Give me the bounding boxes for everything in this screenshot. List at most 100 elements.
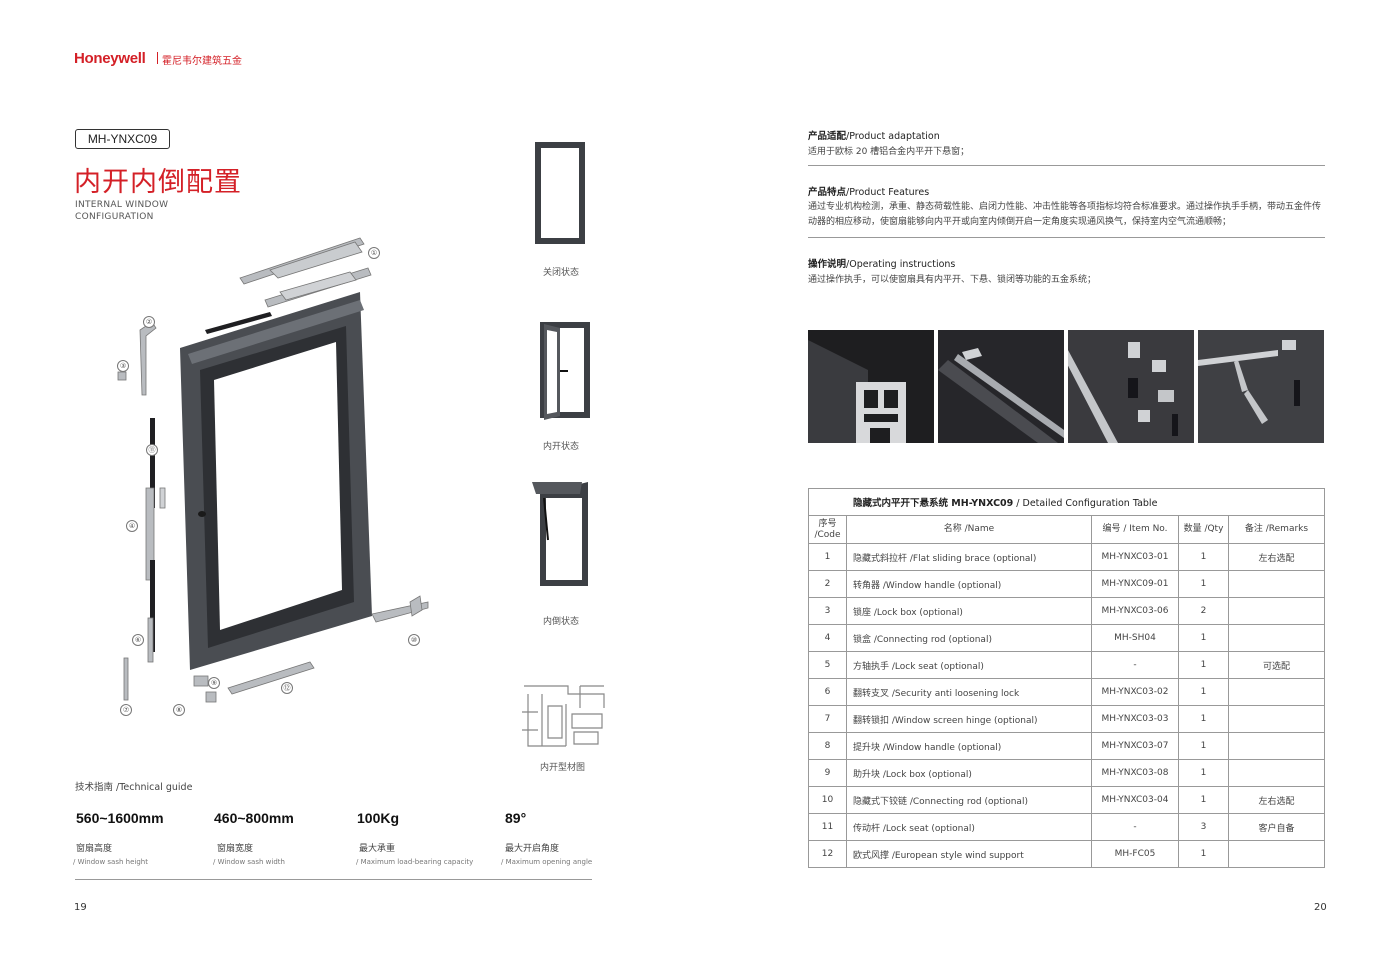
page-subtitle: INTERNAL WINDOW CONFIGURATION <box>75 199 168 223</box>
cell-qty: 1 <box>1178 786 1229 814</box>
cell-code: 3 <box>808 597 847 625</box>
part-number: ⑪ <box>146 444 158 456</box>
top-rail-part <box>205 312 272 334</box>
column-header-name: 名称 /Name <box>846 515 1092 544</box>
cell-qty: 1 <box>1178 840 1229 868</box>
cell-qty: 1 <box>1178 678 1229 706</box>
divider <box>808 165 1325 166</box>
flat-sliding-brace-part <box>239 237 372 308</box>
features-heading-en: /Product Features <box>846 187 930 198</box>
spec-load-value: 100Kg <box>357 810 400 826</box>
cell-qty: 1 <box>1178 651 1229 679</box>
inward-open-state-caption: 内开状态 <box>543 442 580 452</box>
part-number: ④ <box>126 520 138 532</box>
cell-qty: 3 <box>1178 813 1229 841</box>
cell-name: 助升块 /Lock box (optional) <box>846 759 1092 787</box>
cell-remarks <box>1228 732 1325 760</box>
cell-item: MH-YNXC03-08 <box>1091 759 1179 787</box>
hinge-photo <box>938 330 1064 443</box>
cell-name: 转角器 /Window handle (optional) <box>846 570 1092 598</box>
cell-item: MH-YNXC03-02 <box>1091 678 1179 706</box>
cell-name: 提升块 /Window handle (optional) <box>846 732 1092 760</box>
instructions-heading-en: /Operating instructions <box>846 259 956 270</box>
brand-divider <box>157 52 158 64</box>
cell-item: - <box>1091 813 1179 841</box>
column-header-item: 编号 / Item No. <box>1091 515 1179 544</box>
page-title: 内开内倒配置 <box>74 167 242 198</box>
page-number-left: 19 <box>74 902 87 913</box>
spec-angle-value: 89° <box>505 810 527 826</box>
cell-name: 隐藏式斜拉杆 /Flat sliding brace (optional) <box>846 543 1092 571</box>
profile-section-drawing <box>522 685 605 747</box>
divider <box>75 879 592 880</box>
part-number: ① <box>368 247 380 259</box>
cell-name: 隐藏式下铰链 /Connecting rod (optional) <box>846 786 1092 814</box>
cell-remarks <box>1228 570 1325 598</box>
cell-item: MH-SH04 <box>1091 624 1179 652</box>
spec-sash-height-cn: 窗扇高度 <box>76 844 113 854</box>
subtitle-line-1: INTERNAL WINDOW <box>75 200 169 210</box>
adaptation-heading-cn: 产品适配 <box>808 131 847 142</box>
closed-state-caption: 关闭状态 <box>543 268 580 278</box>
cell-qty: 1 <box>1178 732 1229 760</box>
spec-sash-width-en: / Window sash width <box>213 858 285 866</box>
cell-code: 11 <box>808 813 847 841</box>
cell-item: - <box>1091 651 1179 679</box>
part-number: ⑧ <box>173 704 185 716</box>
spec-sash-width-value: 460~800mm <box>214 810 294 826</box>
spec-sash-height-value: 560~1600mm <box>76 810 164 826</box>
brand-logo: Honeywell <box>74 50 146 67</box>
part-number: ⑩ <box>408 634 420 646</box>
part-number: ② <box>143 316 155 328</box>
cell-name: 锁盒 /Connecting rod (optional) <box>846 624 1092 652</box>
spec-load-en: / Maximum load-bearing capacity <box>356 858 474 866</box>
cell-remarks <box>1228 624 1325 652</box>
tilt-state-image <box>532 482 588 586</box>
cell-item: MH-YNXC03-01 <box>1091 543 1179 571</box>
configuration-table: 隐藏式内平开下悬系统 MH-YNXC09 / Detailed Configur… <box>808 488 1325 868</box>
cell-qty: 2 <box>1178 597 1229 625</box>
spec-sash-width-cn: 窗扇宽度 <box>217 844 254 854</box>
cell-code: 12 <box>808 840 847 868</box>
part-number: ⑫ <box>281 682 293 694</box>
corner-drive-photo <box>1198 330 1324 443</box>
cell-remarks <box>1228 705 1325 733</box>
cell-qty: 1 <box>1178 705 1229 733</box>
profile-caption: 内开型材图 <box>540 763 586 773</box>
cell-name: 欧式风撑 /European style wind support <box>846 840 1092 868</box>
adaptation-heading: 产品适配/Product adaptation <box>808 128 940 142</box>
cell-name: 翻转支叉 /Security anti loosening lock <box>846 678 1092 706</box>
cell-code: 9 <box>808 759 847 787</box>
cell-code: 5 <box>808 651 847 679</box>
adaptation-heading-en: /Product adaptation <box>846 131 940 142</box>
cell-qty: 1 <box>1178 624 1229 652</box>
cell-qty: 1 <box>1178 570 1229 598</box>
instructions-heading: 操作说明/Operating instructions <box>808 256 955 270</box>
column-header-remarks: 备注 /Remarks <box>1228 515 1325 544</box>
features-body: 通过专业机构检测，承重、静态荷载性能、启闭力性能、冲击性能等各项指标均符合标准要… <box>808 202 1322 227</box>
spec-load-cn: 最大承重 <box>359 844 396 854</box>
cell-code: 1 <box>808 543 847 571</box>
spec-sash-height-en: / Window sash height <box>73 858 148 866</box>
profile-photo <box>808 330 934 443</box>
part-number: ⑨ <box>208 677 220 689</box>
column-header-code: 序号 /Code <box>808 515 847 544</box>
column-header-qty: 数量 /Qty <box>1178 515 1229 544</box>
cell-item: MH-FC05 <box>1091 840 1179 868</box>
part-number: ③ <box>117 360 129 372</box>
cell-code: 6 <box>808 678 847 706</box>
cell-qty: 1 <box>1178 759 1229 787</box>
page-number-right: 20 <box>1314 902 1327 913</box>
table-header-row: 序号 /Code 名称 /Name 编号 / Item No. 数量 /Qty … <box>808 515 1325 544</box>
cell-item: MH-YNXC03-06 <box>1091 597 1179 625</box>
cell-remarks <box>1228 759 1325 787</box>
